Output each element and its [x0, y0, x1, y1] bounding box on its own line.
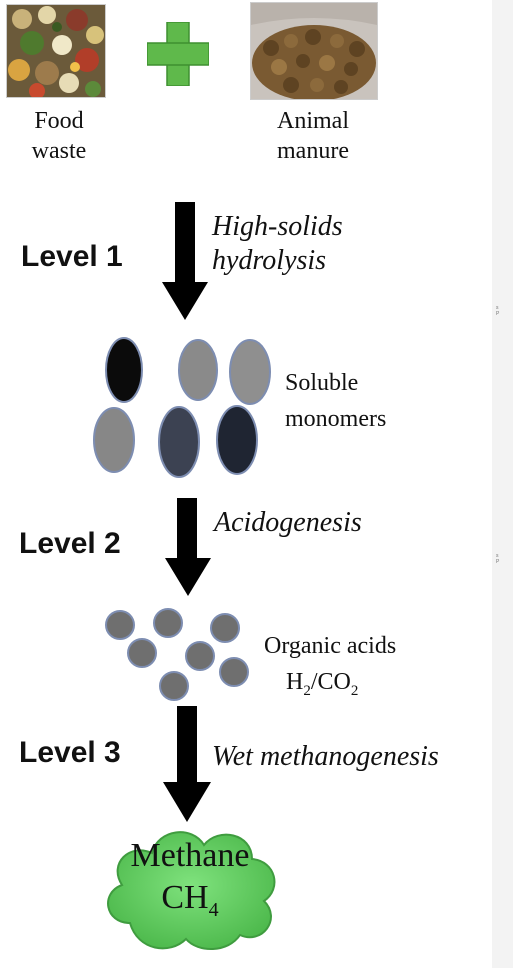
level-3-arrow: [163, 706, 211, 822]
acid-particle: [219, 657, 249, 687]
acid-particle: [127, 638, 157, 668]
monomer-particle: [178, 339, 218, 401]
monomer-particle: [93, 407, 135, 473]
level-2-step: Acidogenesis: [214, 507, 362, 538]
h2-co2-formula: H2/CO2: [286, 669, 359, 699]
soluble-monomers-label: Soluble monomers: [285, 370, 387, 432]
methane-label: Methane CH4: [130, 837, 250, 921]
monomer-particle: [216, 405, 258, 475]
level-2-label: Level 2: [19, 527, 121, 560]
food-waste-label: Food waste: [31, 108, 87, 164]
acid-particle: [153, 608, 183, 638]
soluble-monomers-graphic: [93, 337, 271, 478]
monomer-particle: [105, 337, 143, 403]
level-1-label: Level 1: [21, 240, 123, 273]
monomer-particle: [229, 339, 271, 405]
background-page-strip: [492, 0, 513, 968]
level-1-step: High-solids hydrolysis: [212, 211, 343, 276]
organic-acids-graphic: [105, 608, 249, 701]
acid-particle: [105, 610, 135, 640]
methane-cloud-icon: [107, 831, 276, 951]
animal-manure-photo: [250, 2, 378, 100]
level-3-step: Wet methanogenesis: [212, 741, 439, 772]
acid-particle: [159, 671, 189, 701]
level-3-label: Level 3: [19, 736, 121, 769]
level-1-arrow: [162, 202, 208, 320]
acid-particle: [185, 641, 215, 671]
level-2-arrow: [165, 498, 211, 596]
organic-acids-label: Organic acids H2/CO2: [264, 628, 396, 709]
food-waste-photo: [6, 4, 106, 98]
acid-particle: [210, 613, 240, 643]
monomer-particle: [158, 406, 200, 478]
animal-manure-label: Animal manure: [277, 108, 349, 164]
plus-icon: [147, 22, 209, 86]
